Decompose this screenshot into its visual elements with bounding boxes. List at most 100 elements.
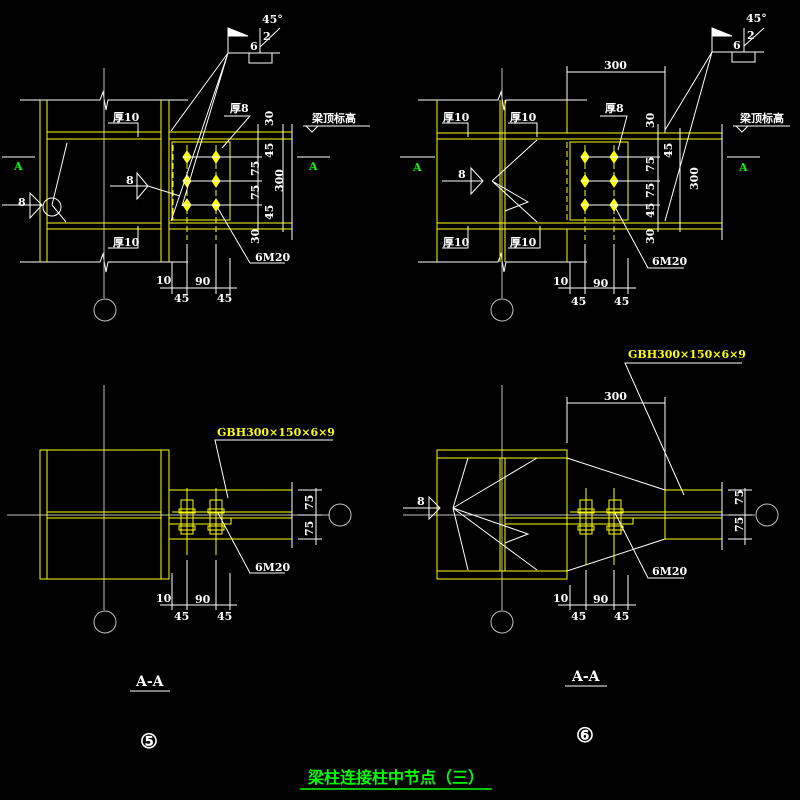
label-node6-bottom-haunch_length: 300 [604, 390, 627, 403]
drawing-path [442, 139, 538, 223]
horizontal-dimensions: 10 90 45 45 [156, 244, 237, 305]
drawing-path [221, 115, 252, 149]
label-node5-top-hdims-pitch: 90 [195, 275, 211, 288]
label-node6-top-weld: 8 [458, 168, 466, 181]
drawing-path [613, 204, 684, 269]
label-node5-bottom-hdims-pitch: 90 [195, 593, 211, 606]
label-weld_symbol-angle: 45° [746, 12, 767, 25]
label-weld_symbol-gap: 2 [263, 30, 271, 43]
drawing-path [160, 560, 237, 610]
label-node6-bottom-vdims-1: 75 [733, 517, 746, 532]
label-node6-bottom-hdims-left: 45 [571, 610, 586, 623]
label-node5-top-vdims-1: 45 [263, 143, 276, 158]
drawing-path [51, 142, 68, 223]
section-mark-left: A [412, 161, 422, 174]
drawing-rect [504, 517, 634, 525]
drawing-path [110, 171, 181, 201]
label-node6-top-hdims-pitch: 90 [593, 277, 609, 290]
label-node6-top-plate_thk: 厚8 [605, 102, 624, 115]
node-number: ⑤ [140, 729, 158, 753]
drawing-rect [608, 499, 622, 535]
drawing-path [228, 27, 281, 64]
label-node6-top-vdims-2: 75 [644, 157, 657, 172]
column [39, 100, 170, 262]
node5-elevation: A A 厚10 厚10 厚8 6M20 梁顶标高 8 8 6 2 45° [2, 13, 370, 322]
drawing-path [303, 125, 370, 133]
drawing-circle [328, 503, 352, 527]
label-node6-bottom-weld: 8 [417, 495, 425, 508]
flange-thickness-bottom: 厚10 [113, 236, 140, 249]
drawing-circle [42, 197, 62, 217]
label-node5-bottom-hdims-left: 45 [174, 610, 189, 623]
node6-elevation: A A 厚10 厚10 厚10 厚10 厚8 6M20 梁顶标高 8 300 6… [400, 12, 790, 322]
drawing-path [227, 27, 249, 53]
drawing-path [215, 204, 285, 264]
plate-thickness: 厚8 [230, 102, 249, 115]
label-node6-top-vdims-4: 45 [644, 203, 657, 218]
drawing-path [624, 362, 742, 496]
label-node5-top-vdims-4: 45 [263, 205, 276, 220]
label-node6-bottom-hdims-right: 45 [614, 610, 629, 623]
drawing-path [291, 482, 322, 548]
label-node5-top-vdims-5: 30 [249, 228, 262, 244]
flange-thickness-top: 厚10 [113, 111, 140, 124]
label-node6-bottom-vdims-0: 75 [733, 490, 746, 505]
label-node5-top-vdims-3: 75 [249, 185, 262, 200]
drawing-circle [755, 503, 779, 527]
label-weld_symbol-size: 6 [250, 40, 258, 53]
label-node6-top-vdims-5: 30 [644, 228, 657, 244]
label-node5-top-vdim_total: 300 [273, 169, 286, 192]
drawing-path [217, 512, 285, 574]
drawing-path [508, 122, 538, 137]
vertical-dimensions: 30 45 75 75 45 30 300 [249, 110, 293, 244]
label-node5-top-vdims-0: 30 [263, 110, 276, 126]
drawing-path [170, 52, 229, 222]
drawing-path [160, 244, 237, 294]
label-node6-top-haunch_length: 300 [604, 59, 627, 72]
label-node6-top-vdim_total: 300 [688, 167, 701, 190]
drawing-path [403, 457, 538, 571]
node6-section: 8 300 GBH300×150×6×9 6M20 75 75 10 90 45… [403, 348, 779, 747]
drawing-path [712, 27, 765, 63]
section-mark-right: A [738, 161, 748, 174]
section-title: A-A [571, 669, 601, 685]
drawing-path [214, 439, 333, 499]
drawing-circle [490, 610, 514, 634]
dim-haunch: 300 [566, 59, 666, 133]
label-weld_symbol-gap: 2 [747, 29, 755, 42]
drawing-rect [436, 449, 568, 580]
drawing-circle [93, 610, 117, 634]
bolts [577, 488, 624, 565]
label-node6-top-hdims-left: 45 [571, 295, 586, 308]
drawing-path [108, 122, 139, 137]
beam-with-haunch [437, 132, 722, 230]
label-weld_symbol-angle: 45° [262, 13, 283, 26]
drawing-path [442, 122, 469, 137]
weld-size-left: 8 [18, 196, 26, 209]
drawing-path [664, 51, 713, 222]
label-node6-top-vdims-0: 30 [644, 112, 657, 128]
weld-symbol: 6 2 45° [170, 13, 283, 222]
label-node5-bottom-hdims-right: 45 [217, 610, 232, 623]
label-node5-bottom-bolts: 6M20 [255, 561, 290, 574]
drawing-path [508, 226, 541, 249]
drawing-title: 梁柱连接柱中节点（三） [307, 768, 484, 787]
drawing-path [558, 244, 636, 294]
label-node6-top-hdims-edge: 10 [553, 275, 569, 288]
label-node6-top-flange_thk-3: 厚10 [510, 236, 537, 249]
label-node6-top-flange_thk-2: 厚10 [443, 236, 470, 249]
horizontal-dimensions: 10 90 45 45 [553, 244, 636, 308]
drawing-path [558, 570, 636, 610]
drawing-path [442, 226, 469, 249]
elevation-label: 梁顶标高 [311, 111, 356, 125]
drawing-rect [39, 449, 170, 580]
label-node6-bottom-beam_label: GBH300×150×6×9 [628, 348, 746, 361]
drawing-rect [168, 517, 232, 525]
label-node6-bottom-bolts: 6M20 [652, 565, 687, 578]
label-node5-top-vdims-2: 75 [249, 161, 262, 176]
label-node5-bottom-hdims-edge: 10 [156, 592, 172, 605]
label-weld_symbol-size: 6 [733, 39, 741, 52]
beam-section-label: GBH300×150×6×9 [217, 426, 335, 439]
label-node6-top-hdims-right: 45 [614, 295, 629, 308]
